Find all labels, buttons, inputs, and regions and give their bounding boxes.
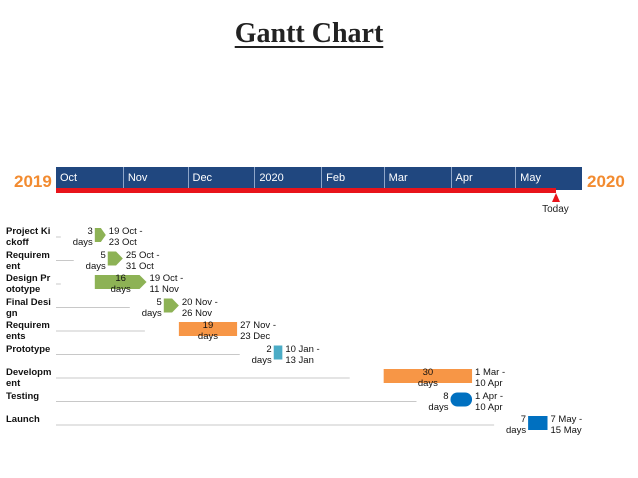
today-progress-bar: [56, 188, 557, 193]
timeline-month-label: Feb: [321, 167, 384, 190]
task-name: Project Kickoff: [6, 226, 51, 248]
task-bar: [94, 228, 106, 242]
task-date-label: 19 Oct -23 Oct: [108, 226, 143, 248]
task-date-label: 7 May -15 May: [550, 414, 583, 436]
task-bar: [383, 369, 473, 383]
timeline-month-label: Dec: [187, 167, 255, 190]
task-bar: [450, 392, 473, 407]
task-name: Prototype: [6, 343, 51, 355]
task-name: Development: [6, 367, 52, 389]
task-name: Requirements: [6, 320, 50, 342]
task-name: Design Prototype: [6, 273, 51, 295]
task-date-label: 10 Jan -13 Jan: [285, 343, 320, 366]
task-bar: [273, 345, 283, 360]
timeline-month-label: Oct: [60, 172, 78, 184]
task-date-label: 27 Nov -23 Dec: [240, 320, 276, 342]
task-date-label: 20 Nov -26 Nov: [181, 296, 218, 319]
task-name: Launch: [6, 414, 40, 425]
task-name: Requirement: [6, 249, 50, 272]
today-marker-icon: [552, 193, 561, 202]
task-bar: [528, 416, 548, 430]
chart-title: Gantt Chart: [234, 18, 384, 49]
task-date-label: 19 Oct -11 Nov: [149, 273, 184, 295]
timeline-month-label: May: [515, 167, 582, 190]
task-date-label: 1 Mar -10 Apr: [475, 367, 506, 389]
task-bar: [163, 298, 179, 313]
timeline-month-label: Nov: [122, 167, 188, 190]
task-name: Testing: [6, 390, 40, 402]
task-bar: [178, 322, 238, 336]
task-name: Final Design: [6, 296, 51, 319]
task-bar: [107, 251, 123, 266]
timeline-month-label: Apr: [450, 167, 516, 190]
today-label: Today: [542, 204, 569, 215]
task-date-label: 1 Apr -10 Apr: [475, 390, 504, 413]
timeline-month-label: 2020: [254, 167, 321, 190]
task-bar: [94, 275, 147, 289]
end-year-label: 2020: [587, 172, 625, 191]
start-year-label: 2019: [14, 172, 52, 191]
timeline-month-label: Mar: [383, 167, 451, 190]
task-date-label: 25 Oct -31 Oct: [125, 249, 160, 272]
